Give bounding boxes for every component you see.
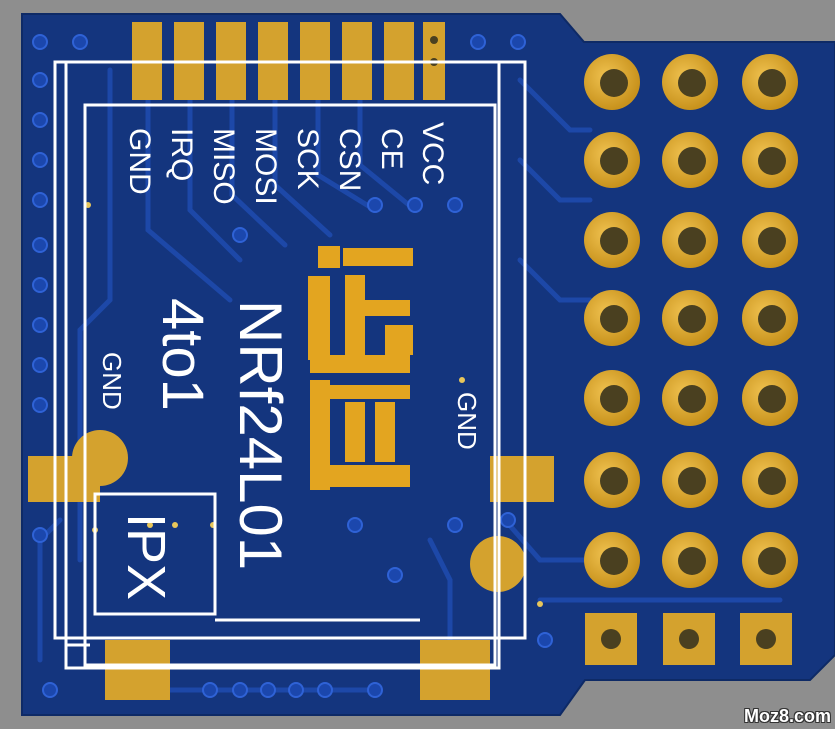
- silkscreen-outlines: [53, 60, 527, 670]
- pin-label-vcc: VCC: [416, 122, 449, 185]
- pin-label-miso: MISO: [207, 128, 240, 205]
- pin-label-csn: CSN: [333, 128, 366, 191]
- pin-label-mosi: MOSI: [249, 128, 282, 205]
- header-hole: [758, 147, 786, 175]
- header-hole: [678, 305, 706, 333]
- header-hole: [758, 69, 786, 97]
- header-hole: [678, 227, 706, 255]
- ipx-label: IPX: [116, 513, 176, 600]
- header-hole: [600, 227, 628, 255]
- pin-label-gnd: GND: [123, 128, 156, 195]
- pin-label-sck: SCK: [291, 128, 324, 190]
- gnd-right-label: GND: [452, 392, 482, 450]
- header-hole: [600, 467, 628, 495]
- header-hole: [678, 385, 706, 413]
- pin-label-irq: IRQ: [165, 128, 198, 181]
- subtitle-label: 4to1: [150, 298, 215, 411]
- header-hole: [600, 147, 628, 175]
- square-pads: [585, 613, 792, 665]
- board-outline: [21, 13, 835, 716]
- header-hole: [600, 385, 628, 413]
- vias: [32, 34, 553, 698]
- gnd-left-label: GND: [97, 352, 127, 410]
- header-hole: [600, 547, 628, 575]
- header-hole: [758, 227, 786, 255]
- header-hole: [758, 467, 786, 495]
- header-hole: [678, 547, 706, 575]
- header-hole: [758, 385, 786, 413]
- header-hole: [678, 147, 706, 175]
- header-hole: [758, 305, 786, 333]
- header-hole: [600, 69, 628, 97]
- watermark: Moz8.com: [743, 706, 831, 726]
- pin-label-ce: CE: [375, 128, 408, 170]
- header-hole: [758, 547, 786, 575]
- logo-mark: [308, 246, 413, 490]
- header-hole: [600, 305, 628, 333]
- through-hole-header: [584, 54, 798, 588]
- header-hole: [678, 467, 706, 495]
- header-hole: [678, 69, 706, 97]
- silkscreen-text: VCC CE CSN SCK MOSI MISO IRQ GND GND GND…: [97, 122, 482, 600]
- model-label: NRf24L01: [227, 300, 294, 570]
